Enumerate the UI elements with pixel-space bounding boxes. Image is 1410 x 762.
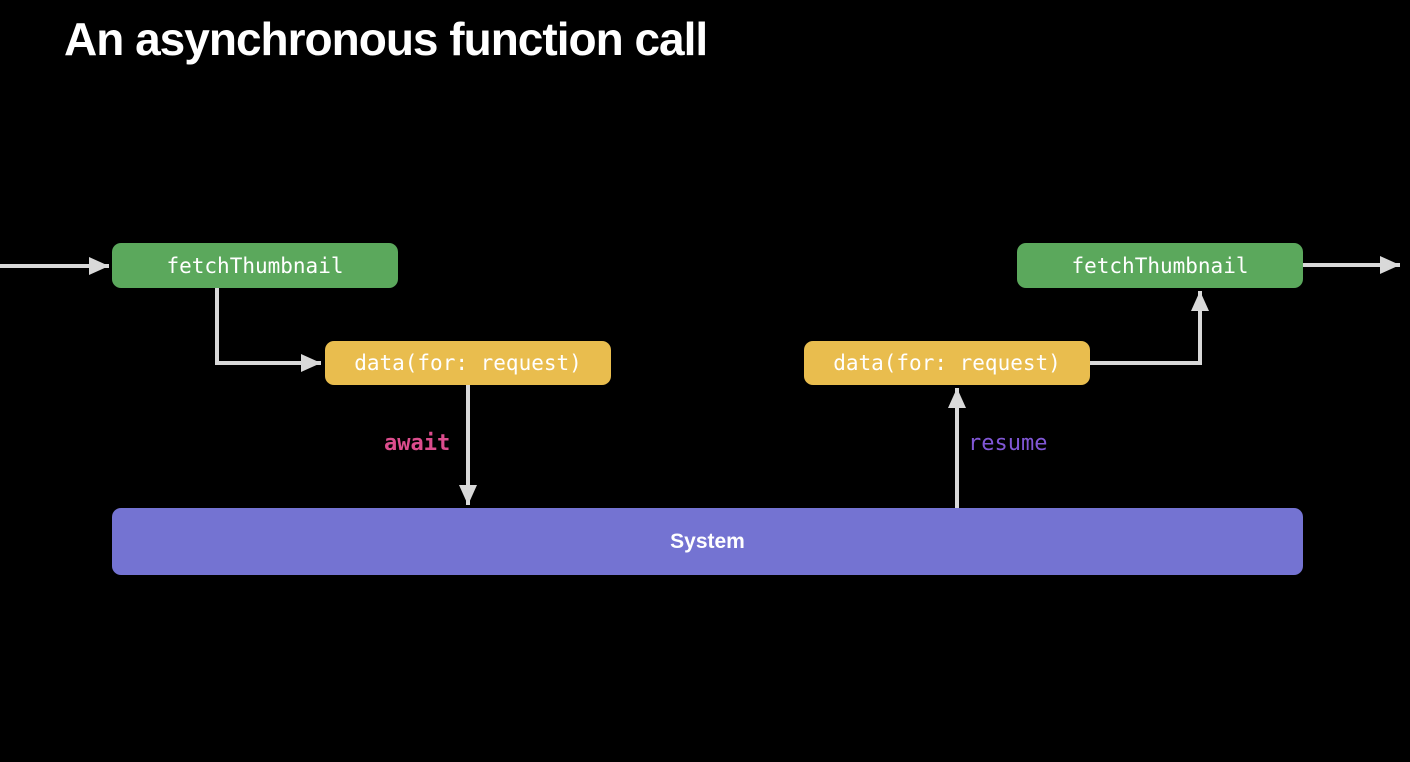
arrow-fetch-left-to-data-left-icon: [215, 287, 321, 372]
await-keyword-label: await: [384, 431, 451, 456]
data-for-request-box-right: data(for: request): [804, 341, 1090, 385]
fetch-thumbnail-box-right: fetchThumbnail: [1017, 243, 1303, 288]
resume-keyword-label: resume: [968, 431, 1048, 456]
page-title: An asynchronous function call: [64, 13, 708, 65]
system-box: System: [112, 508, 1303, 575]
fetch-thumbnail-box-left: fetchThumbnail: [112, 243, 398, 288]
arrow-data-right-to-fetch-right-icon: [1090, 291, 1209, 365]
data-for-request-box-left: data(for: request): [325, 341, 611, 385]
